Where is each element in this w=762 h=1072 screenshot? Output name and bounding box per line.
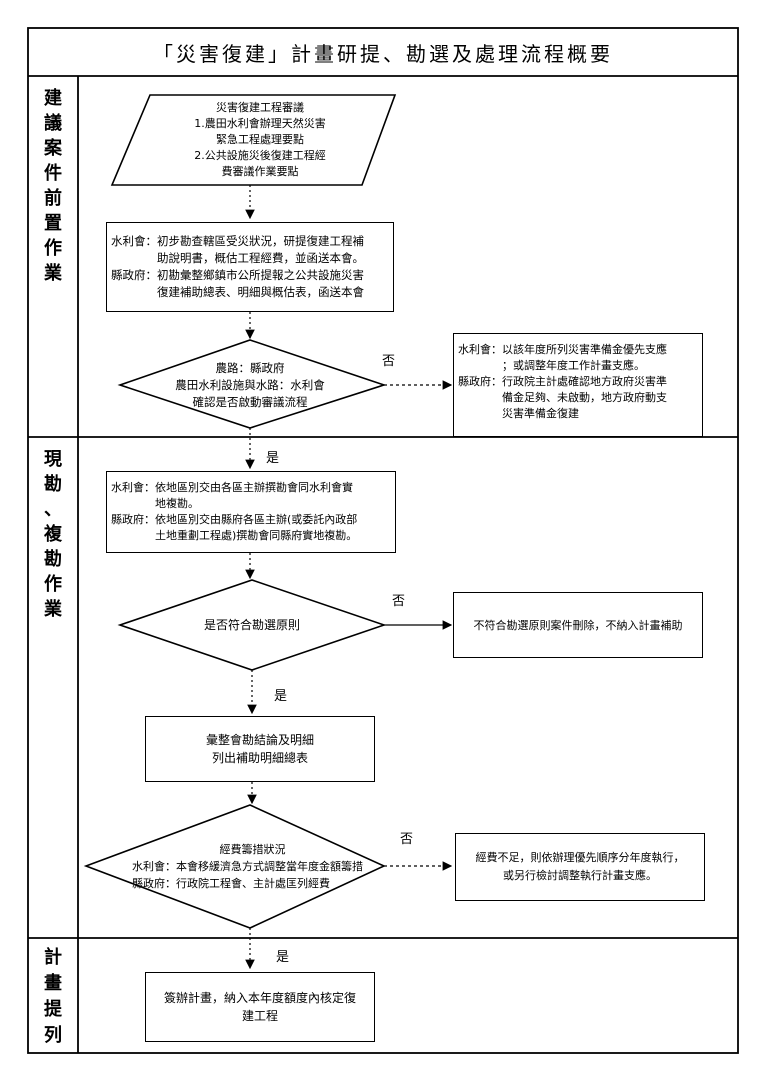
section-char: 現 — [44, 449, 62, 470]
section-label-plan: 計 畫 提 列 — [28, 945, 78, 1049]
text-line: 土地重劃工程處)撰勘會同縣府實地複勘。 — [155, 529, 358, 542]
section-char: 畫 — [44, 973, 62, 994]
text-line: 經費不足，則依辦理優先順序分年度執行， — [475, 851, 685, 864]
text-line: 災害準備金復建 — [502, 407, 579, 420]
text-line: 農路：縣政府 — [215, 360, 285, 375]
summary-box: 彙整會勘結論及明細 列出補助明細總表 — [145, 716, 375, 782]
reject-case-box: 不符合勘選原則案件刪除，不納入計畫補助 — [453, 592, 703, 658]
section-char: 、 — [44, 499, 62, 520]
section-char: 置 — [44, 213, 62, 234]
row-irrigation: 水利會： 初步勘查轄區受災狀況，研提復建工程補 助說明書，概估工程經費，並函送本… — [111, 233, 389, 267]
decision-2-text: 是否符合勘選原則 — [203, 617, 300, 632]
reserve-funds-box: 水利會： 以該年度所列災害準備金優先支應 ；或調整年度工作計畫支應。 縣政府： … — [453, 333, 703, 437]
text-line: 農田水利設施與水路：水利會 — [175, 377, 325, 392]
text-line: 簽辦計畫，納入本年度額度內核定復 — [163, 991, 356, 1005]
section-char: 作 — [44, 574, 62, 595]
row-value: 初步勘查轄區受災狀況，研提復建工程補 助說明書，概估工程經費，並函送本會。 — [157, 233, 364, 267]
row-key: 水利會： — [111, 481, 155, 494]
section-label-proposal: 建 議 案 件 前 置 作 業 — [28, 86, 78, 286]
section-char: 業 — [44, 599, 62, 620]
section-char: 作 — [44, 238, 62, 259]
section-char: 列 — [44, 1025, 62, 1046]
text-line: 建工程 — [241, 1009, 278, 1023]
decision-3-yes-label: 是 — [276, 950, 290, 965]
row-key: 縣政府： — [111, 513, 155, 526]
row-value: 初勘彙整鄉鎮市公所提報之公共設施災害 復建補助總表、明細與概估表，函送本會 — [157, 267, 364, 301]
text-line: 水利會：本會移緩濟急方式調整當年度金額籌措 — [132, 859, 363, 873]
page-title: 「災害復建」計畫研提、勘選及處理流程概要 — [153, 41, 613, 66]
text-line: 初步勘查轄區受災狀況，研提復建工程補 — [157, 234, 364, 248]
decision-1-yes-label: 是 — [266, 451, 280, 466]
text-line: 依地區別交由各區主辦撰勘會同水利會實 — [155, 481, 353, 494]
text-line: 彙整會勘結論及明細 — [205, 733, 314, 747]
row-key: 水利會： — [111, 234, 157, 248]
text-line: 費審議作業要點 — [221, 165, 299, 178]
review-parallelogram — [110, 94, 397, 186]
section-char: 勘 — [44, 549, 62, 570]
row-irrigation: 水利會： 依地區別交由各區主辦撰勘會同水利會實 地複勘。 — [111, 480, 391, 512]
text-line: 緊急工程處理要點 — [216, 133, 304, 146]
decision-1-text: 農路：縣政府 農田水利設施與水路：水利會 確認是否啟動審議流程 — [145, 358, 355, 412]
outer-border — [27, 27, 739, 1054]
section-char: 案 — [44, 138, 62, 159]
text-line: ；或調整年度工作計畫支應。 — [502, 359, 645, 372]
decision-2-yes-label: 是 — [274, 689, 288, 704]
row-irrigation: 水利會： 以該年度所列災害準備金優先支應 ；或調整年度工作計畫支應。 — [458, 342, 698, 374]
final-approval-box: 簽辦計畫，納入本年度額度內核定復 建工程 — [145, 972, 375, 1042]
section-char: 業 — [44, 263, 62, 284]
initial-survey-box: 水利會： 初步勘查轄區受災狀況，研提復建工程補 助說明書，概估工程經費，並函送本… — [106, 222, 394, 312]
text-line: 2.公共設施災後復建工程經 — [194, 149, 326, 162]
row-value: 以該年度所列災害準備金優先支應 ；或調整年度工作計畫支應。 — [502, 342, 667, 374]
row-key: 水利會： — [458, 343, 502, 356]
section-char: 提 — [44, 999, 62, 1020]
section-label-survey: 現 勘 、 複 勘 作 業 — [28, 447, 78, 622]
row-key: 縣政府： — [458, 375, 502, 388]
text-line: 確認是否啟動審議流程 — [192, 394, 308, 409]
text-line: 復建補助總表、明細與概估表，函送本會 — [157, 285, 364, 299]
row-county: 縣政府： 行政院主計處確認地方政府災害準 備金足夠、未啟動，地方政府動支 災害準… — [458, 374, 698, 422]
review-parallelogram-text: 災害復建工程審議 1.農田水利會辦理天然災害 緊急工程處理要點 2.公共設施災後… — [140, 97, 380, 183]
section-char: 前 — [44, 188, 62, 209]
text-line: 或另行檢討調整執行計畫支應。 — [503, 869, 657, 882]
section-char: 勘 — [44, 474, 62, 495]
text-line: 1.農田水利會辦理天然災害 — [194, 117, 326, 130]
section-char: 複 — [44, 524, 62, 545]
row-value: 依地區別交由縣府各區主辦(或委託內政部 土地重劃工程處)撰勘會同縣府實地複勘。 — [155, 512, 357, 544]
text-line: 以該年度所列災害準備金優先支應 — [502, 343, 667, 356]
text-line: 縣政府：行政院工程會、主計處匡列經費 — [132, 876, 330, 890]
section-char: 議 — [44, 113, 62, 134]
decision-1-no-label: 否 — [382, 354, 396, 369]
decision-3-no-label: 否 — [400, 832, 414, 847]
text-line: 列出補助明細總表 — [211, 751, 308, 765]
text-line: 助說明書，概估工程經費，並函送本會。 — [157, 251, 364, 265]
text-line: 初勘彙整鄉鎮市公所提報之公共設施災害 — [157, 268, 364, 282]
section-char: 件 — [44, 163, 62, 184]
text-line: 依地區別交由縣府各區主辦(或委託內政部 — [155, 513, 358, 526]
row-value: 行政院主計處確認地方政府災害準 備金足夠、未啟動，地方政府動支 災害準備金復建 — [502, 374, 667, 422]
text-line: 地複勘。 — [155, 497, 199, 510]
section-char: 計 — [44, 947, 62, 968]
section-char: 建 — [44, 88, 62, 109]
text-line: 行政院主計處確認地方政府災害準 — [502, 375, 667, 388]
funding-shortage-box: 經費不足，則依辦理優先順序分年度執行， 或另行檢討調整執行計畫支應。 — [455, 833, 705, 901]
decision-2-no-label: 否 — [392, 594, 406, 609]
text-line: 備金足夠、未啟動，地方政府動支 — [502, 391, 667, 404]
row-key: 縣政府： — [111, 268, 157, 282]
site-survey-box: 水利會： 依地區別交由各區主辦撰勘會同水利會實 地複勘。 縣政府： 依地區別交由… — [106, 471, 396, 553]
decision-3-text: 經費籌措狀況 水利會：本會移緩濟急方式調整當年度金額籌措 縣政府：行政院工程會、… — [110, 838, 395, 894]
row-value: 依地區別交由各區主辦撰勘會同水利會實 地複勘。 — [155, 480, 353, 512]
row-county: 縣政府： 初勘彙整鄉鎮市公所提報之公共設施災害 復建補助總表、明細與概估表，函送… — [111, 267, 389, 301]
text-line: 災害復建工程審議 — [216, 101, 304, 114]
row-county: 縣政府： 依地區別交由縣府各區主辦(或委託內政部 土地重劃工程處)撰勘會同縣府實… — [111, 512, 391, 544]
text-line: 經費籌措狀況 — [219, 842, 286, 856]
